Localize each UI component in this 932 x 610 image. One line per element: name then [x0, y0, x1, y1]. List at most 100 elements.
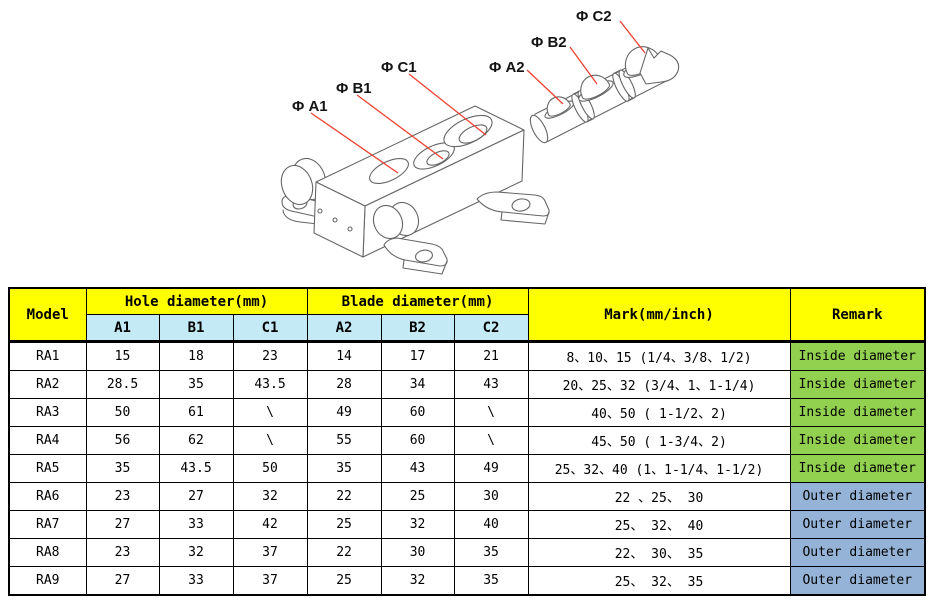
cell-b1: 35	[158, 370, 234, 399]
cell-b1: 18	[158, 341, 234, 371]
leader-b2	[569, 46, 598, 85]
cell-c2: 49	[453, 454, 529, 483]
leader-c2	[619, 20, 646, 54]
label-phi-c2: Φ C2	[576, 8, 612, 25]
leader-a2	[526, 69, 564, 105]
cell-b1: 33	[158, 510, 234, 539]
cell-mark: 8、10、15 (1/4、3/8、1/2)	[527, 341, 791, 371]
label-phi-a1: Φ A1	[292, 98, 328, 115]
mount-foot-front	[383, 237, 448, 275]
cell-remark: Inside diameter	[789, 370, 926, 399]
hole-c1	[443, 114, 493, 148]
cell-a2: 22	[306, 482, 382, 511]
cell-a1: 15	[85, 341, 160, 371]
label-phi-a2: Φ A2	[489, 59, 525, 76]
cell-a2: 14	[306, 341, 382, 371]
dimension-labels: Φ A1 Φ B1 Φ C1 Φ A2 Φ B2 Φ C2	[292, 8, 612, 115]
cell-model: RA7	[8, 510, 87, 539]
cell-remark: Inside diameter	[789, 398, 926, 427]
cell-mark: 45、50 ( 1-3/4、2)	[527, 426, 791, 455]
cell-b1: 33	[158, 566, 234, 596]
leader-lines	[310, 20, 646, 174]
cell-model: RA6	[8, 482, 87, 511]
cell-c2: 30	[453, 482, 529, 511]
cell-a2: 35	[306, 454, 382, 483]
cell-b1: 62	[158, 426, 234, 455]
cell-mark: 25、 32、 35	[527, 566, 791, 596]
header-b1: B1	[158, 314, 234, 343]
header-remark: Remark	[789, 287, 926, 343]
cell-c1: 37	[232, 566, 308, 596]
cell-remark: Outer diameter	[789, 482, 926, 511]
cell-c2: \	[453, 398, 529, 427]
cell-b2: 32	[380, 510, 455, 539]
cell-mark: 40、50 ( 1-1/2、2)	[527, 398, 791, 427]
cell-c1: 23	[232, 341, 308, 371]
header-b2: B2	[380, 314, 455, 343]
cell-c1: 50	[232, 454, 308, 483]
cell-a2: 55	[306, 426, 382, 455]
label-phi-b1: Φ B1	[336, 80, 372, 97]
cell-a1: 23	[85, 538, 160, 567]
cell-model: RA5	[8, 454, 87, 483]
cell-model: RA8	[8, 538, 87, 567]
cell-model: RA1	[8, 341, 87, 371]
cell-b2: 17	[380, 341, 455, 371]
cell-a1: 28.5	[85, 370, 160, 399]
cell-c2: 35	[453, 538, 529, 567]
cell-a1: 35	[85, 454, 160, 483]
cell-a2: 25	[306, 510, 382, 539]
spec-table-header: Model Hole diameter(mm) Blade diameter(m…	[8, 287, 926, 343]
cell-c2: 40	[453, 510, 529, 539]
cell-c1: 43.5	[232, 370, 308, 399]
cell-a2: 49	[306, 398, 382, 427]
header-a2: A2	[306, 314, 382, 343]
cell-b2: 34	[380, 370, 455, 399]
cell-remark: Inside diameter	[789, 341, 926, 371]
shaft-end-tab	[639, 47, 680, 85]
leader-a1	[310, 112, 399, 174]
cell-a2: 22	[306, 538, 382, 567]
cell-model: RA2	[8, 370, 87, 399]
cell-a1: 27	[85, 566, 160, 596]
cell-model: RA9	[8, 566, 87, 596]
cell-remark: Inside diameter	[789, 454, 926, 483]
cell-b1: 32	[158, 538, 234, 567]
cell-b1: 27	[158, 482, 234, 511]
face-holes	[317, 208, 353, 232]
mount-foot-right	[476, 191, 550, 225]
cell-mark: 22、 30、 35	[527, 538, 791, 567]
cell-remark: Outer diameter	[789, 538, 926, 567]
cell-c1: 32	[232, 482, 308, 511]
technical-drawing: Φ A1 Φ B1 Φ C1 Φ A2 Φ B2 Φ C2	[280, 8, 680, 275]
block-body	[313, 105, 525, 258]
header-c2: C2	[453, 314, 529, 343]
header-c1: C1	[232, 314, 308, 343]
cell-model: RA3	[8, 398, 87, 427]
cell-mark: 25、32、40 (1、1-1/4、1-1/2)	[527, 454, 791, 483]
label-phi-c1: Φ C1	[381, 59, 417, 76]
cell-c2: 21	[453, 341, 529, 371]
cell-c1: 37	[232, 538, 308, 567]
leader-c1	[408, 73, 487, 136]
header-mark: Mark(mm/inch)	[527, 287, 791, 343]
cell-c1: 42	[232, 510, 308, 539]
cell-b2: 43	[380, 454, 455, 483]
cell-b1: 61	[158, 398, 234, 427]
label-phi-b2: Φ B2	[531, 34, 567, 51]
cell-a1: 27	[85, 510, 160, 539]
cell-c1: \	[232, 426, 308, 455]
cell-c2: 35	[453, 566, 529, 596]
cell-b2: 30	[380, 538, 455, 567]
header-blade-diameter-group: Blade diameter(mm)	[306, 287, 529, 315]
cell-remark: Outer diameter	[789, 566, 926, 596]
cell-a1: 50	[85, 398, 160, 427]
